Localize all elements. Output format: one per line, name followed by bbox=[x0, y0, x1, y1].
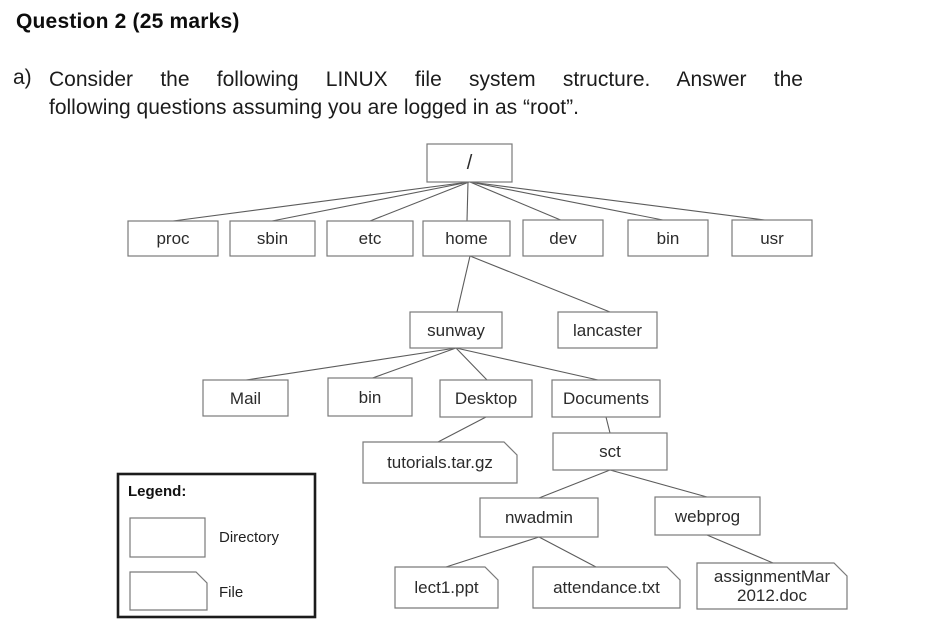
tree-node-bin-sunway: bin bbox=[358, 387, 382, 407]
tree-node-desktop: Desktop bbox=[454, 389, 518, 408]
tree-node-mail: Mail bbox=[229, 388, 262, 408]
tree-node-usr: usr bbox=[760, 228, 784, 248]
tree-node-tutorials-tar-gz: tutorials.tar.gz bbox=[387, 453, 493, 472]
tree-node-lect1-ppt: lect1.ppt bbox=[414, 578, 479, 597]
tree-connector-lines bbox=[172, 181, 774, 568]
tree-node-root: / bbox=[466, 151, 473, 174]
legend-shapes bbox=[116, 472, 317, 619]
tree-node-home: home bbox=[445, 229, 488, 248]
question-paragraph: Consider the following LINUX file system… bbox=[49, 66, 803, 122]
tree-node-bin: bin bbox=[656, 228, 680, 248]
tree-node-shapes bbox=[127, 143, 848, 610]
tree-node-sct: sct bbox=[599, 442, 621, 461]
tree-node-sunway: sunway bbox=[427, 320, 485, 340]
tree-node-assignment-doc: assignmentMar 2012.doc bbox=[697, 563, 847, 609]
tree-node-lancaster: lancaster bbox=[573, 320, 642, 340]
tree-node-webprog: webprog bbox=[674, 506, 741, 526]
tree-node-proc: proc bbox=[156, 229, 190, 248]
list-item-label: a) bbox=[13, 66, 32, 89]
tree-node-sbin: sbin bbox=[256, 229, 289, 248]
tree-node-documents: Documents bbox=[563, 389, 649, 408]
assignment-doc-line-1: assignmentMar bbox=[713, 567, 831, 586]
tree-node-dev: dev bbox=[549, 228, 577, 248]
question-title: Question 2 (25 marks) bbox=[16, 10, 240, 33]
assignment-doc-line-2: 2012.doc bbox=[737, 586, 807, 605]
legend-directory-label: Directory bbox=[219, 529, 280, 546]
legend-title: Legend: bbox=[128, 483, 187, 500]
paragraph-line-1: Consider the following LINUX file system… bbox=[49, 68, 803, 91]
legend-file-label: File bbox=[219, 584, 244, 601]
paragraph-line-2: following questions assuming you are log… bbox=[49, 96, 579, 119]
tree-node-nwadmin: nwadmin bbox=[504, 508, 574, 527]
tree-node-attendance-txt: attendance.txt bbox=[553, 578, 660, 597]
tree-node-etc: etc bbox=[358, 229, 382, 248]
